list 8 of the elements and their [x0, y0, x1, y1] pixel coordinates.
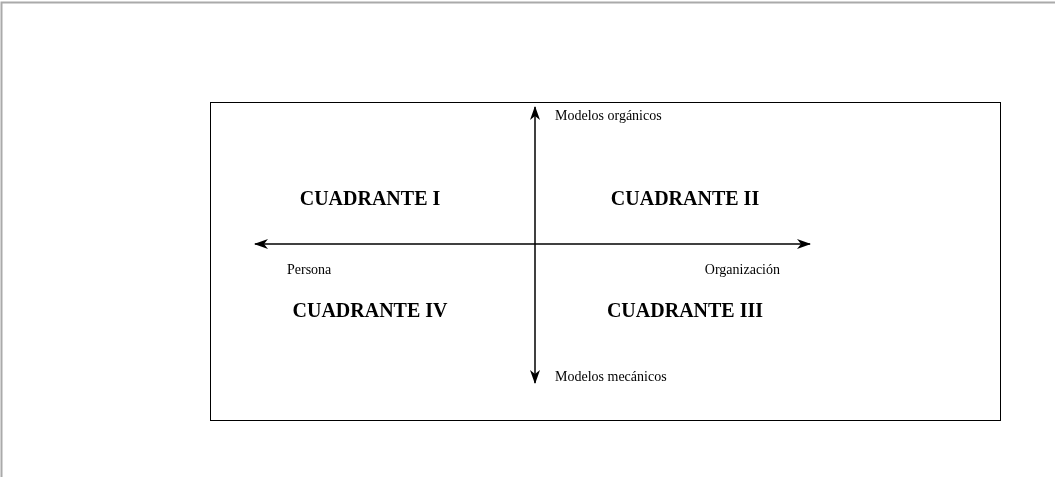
- axis-label: Modelos mecánicos: [555, 370, 667, 384]
- axis-label: Persona: [287, 263, 332, 277]
- axis-label: Modelos orgánicos: [555, 109, 662, 123]
- quadrant-label: CUADRANTE I: [299, 188, 441, 208]
- axis-label: Organización: [704, 263, 780, 277]
- quadrant-label: CUADRANTE III: [606, 300, 764, 320]
- quadrant-label: CUADRANTE II: [610, 188, 760, 208]
- quadrant-label: CUADRANTE IV: [292, 300, 448, 320]
